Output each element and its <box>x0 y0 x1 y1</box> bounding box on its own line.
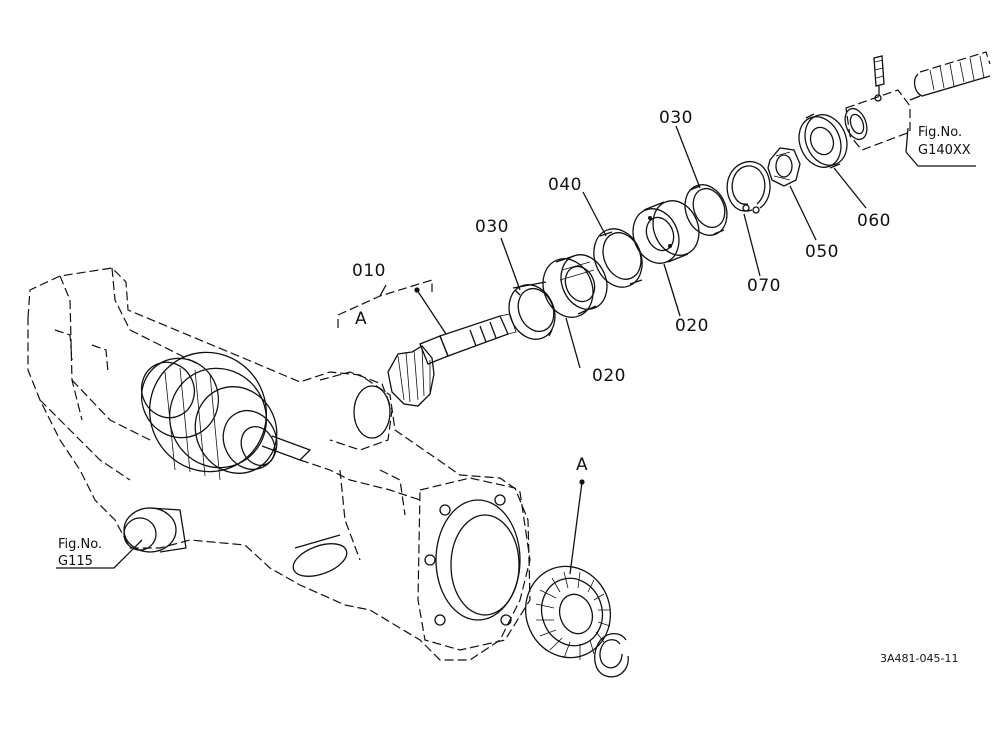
fig-ref-g140xx-label: Fig.No. <box>918 125 963 140</box>
ring-040 <box>593 228 643 288</box>
bearing-020-right <box>632 200 700 264</box>
fig-ref-g115-label: Fig.No. <box>58 537 103 552</box>
part-label-020-left: 020 <box>592 366 626 386</box>
ring-gear-a <box>524 565 612 660</box>
snap-ring-070 <box>726 161 771 214</box>
snap-ring-gear <box>594 633 629 678</box>
axle-housing <box>27 267 531 661</box>
part-label-030-right: 030 <box>659 108 693 128</box>
fig-ref-g140xx-number: G140XX <box>918 143 971 158</box>
nut-050 <box>767 147 801 187</box>
ref-label-a-left: A <box>355 309 368 329</box>
drawing-code: 3A481-045-11 <box>880 652 959 665</box>
part-label-060: 060 <box>857 211 891 231</box>
part-leaders <box>56 125 976 569</box>
spring-pin <box>873 55 885 96</box>
part-label-030-left: 030 <box>475 217 509 237</box>
ref-label-a-gear: A <box>576 455 589 475</box>
bearing-020-left <box>542 254 608 318</box>
part-label-020-right: 020 <box>675 316 709 336</box>
coupling-sleeve <box>844 89 911 151</box>
ring-030-right <box>684 184 728 236</box>
seal-060 <box>798 113 848 169</box>
ring-030-left <box>508 281 556 340</box>
leader-010 <box>337 279 447 335</box>
leader-a-gear <box>569 479 585 575</box>
part-label-010: 010 <box>352 261 386 281</box>
fig-ref-g115-number: G115 <box>58 554 93 569</box>
part-label-040: 040 <box>548 175 582 195</box>
pinion-shaft-010 <box>387 313 517 407</box>
spline-shaft <box>909 51 991 101</box>
part-label-070: 070 <box>747 276 781 296</box>
part-label-050: 050 <box>805 242 839 262</box>
